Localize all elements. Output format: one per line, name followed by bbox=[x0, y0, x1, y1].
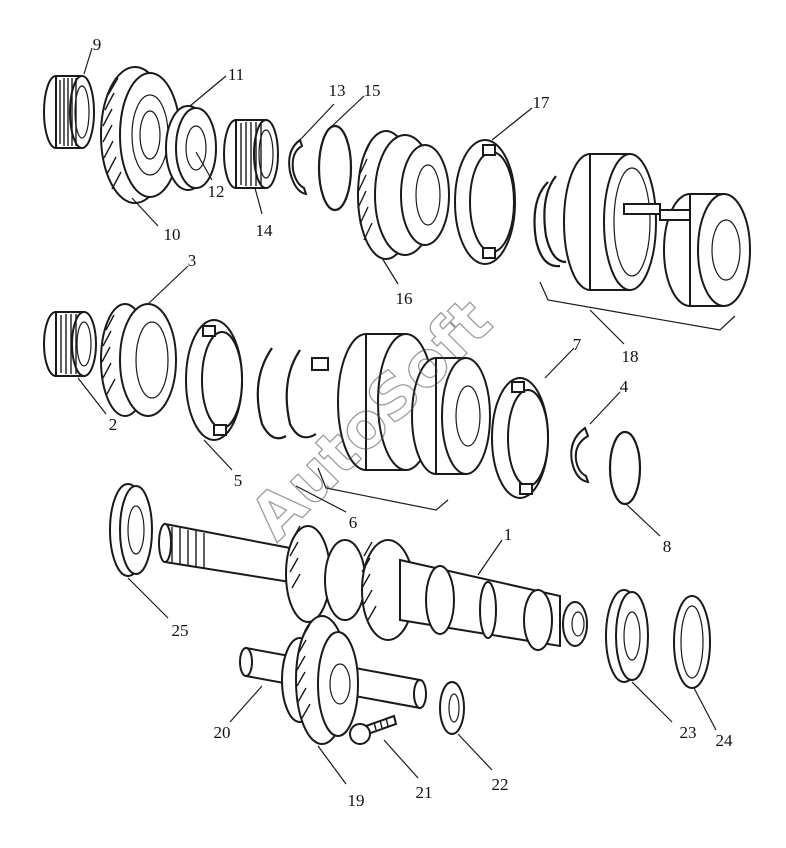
label-3: 3 bbox=[188, 251, 197, 270]
label-7: 7 bbox=[573, 335, 582, 354]
part-8-circlip bbox=[608, 430, 642, 506]
part-18-hub bbox=[623, 193, 751, 307]
label-25: 25 bbox=[172, 621, 189, 640]
label-22: 22 bbox=[492, 775, 509, 794]
part-10-helical-gear bbox=[100, 66, 181, 204]
label-15: 15 bbox=[364, 81, 381, 100]
part-21-bolt bbox=[349, 714, 398, 745]
leader-lines bbox=[77, 47, 717, 785]
label-23: 23 bbox=[680, 723, 697, 742]
part-6-key bbox=[311, 357, 329, 371]
part-3-gear bbox=[100, 303, 177, 417]
label-16: 16 bbox=[396, 289, 413, 308]
label-18: 18 bbox=[622, 347, 639, 366]
label-10: 10 bbox=[164, 225, 181, 244]
part-6-spring bbox=[256, 347, 317, 440]
label-9: 9 bbox=[93, 35, 102, 54]
label-14: 14 bbox=[256, 221, 274, 240]
label-8: 8 bbox=[663, 537, 672, 556]
part-4-snap-ring bbox=[570, 426, 590, 484]
label-13: 13 bbox=[329, 81, 346, 100]
part-11-12-ring bbox=[165, 105, 217, 191]
label-6: 6 bbox=[349, 513, 358, 532]
part-14-needle-bearing bbox=[223, 119, 279, 189]
part-23-ball-bearing bbox=[605, 589, 649, 683]
label-17: 17 bbox=[533, 93, 551, 112]
label-12: 12 bbox=[208, 182, 225, 201]
label-5: 5 bbox=[234, 471, 243, 490]
part-18-spring bbox=[533, 175, 567, 268]
bracket-6 bbox=[317, 467, 449, 511]
part-24-shim bbox=[673, 595, 711, 689]
label-19: 19 bbox=[348, 791, 365, 810]
part-22-washer bbox=[439, 681, 465, 735]
part-2-needle-bearing bbox=[43, 311, 97, 377]
part-15-circlip bbox=[317, 124, 353, 212]
bracket-18 bbox=[539, 281, 736, 331]
part-18-sleeve bbox=[563, 153, 657, 291]
part-1-main-shaft bbox=[158, 522, 588, 651]
part-13-snap-ring bbox=[288, 138, 308, 196]
part-17-synchro-ring bbox=[454, 139, 516, 265]
label-21: 21 bbox=[416, 783, 433, 802]
part-25-ball-bearing bbox=[109, 483, 153, 577]
part-5-synchro-ring bbox=[185, 319, 243, 441]
label-2: 2 bbox=[109, 415, 118, 434]
part-9-needle-bearing bbox=[43, 75, 95, 149]
label-1: 1 bbox=[504, 525, 513, 544]
part-19-idler-gear bbox=[281, 615, 359, 745]
part-6-sleeve bbox=[337, 333, 491, 475]
label-24: 24 bbox=[716, 731, 734, 750]
part-16-gear bbox=[357, 130, 450, 260]
label-4: 4 bbox=[620, 377, 629, 396]
label-11: 11 bbox=[228, 65, 244, 84]
label-20: 20 bbox=[214, 723, 231, 742]
part-7-synchro-ring bbox=[491, 377, 549, 499]
